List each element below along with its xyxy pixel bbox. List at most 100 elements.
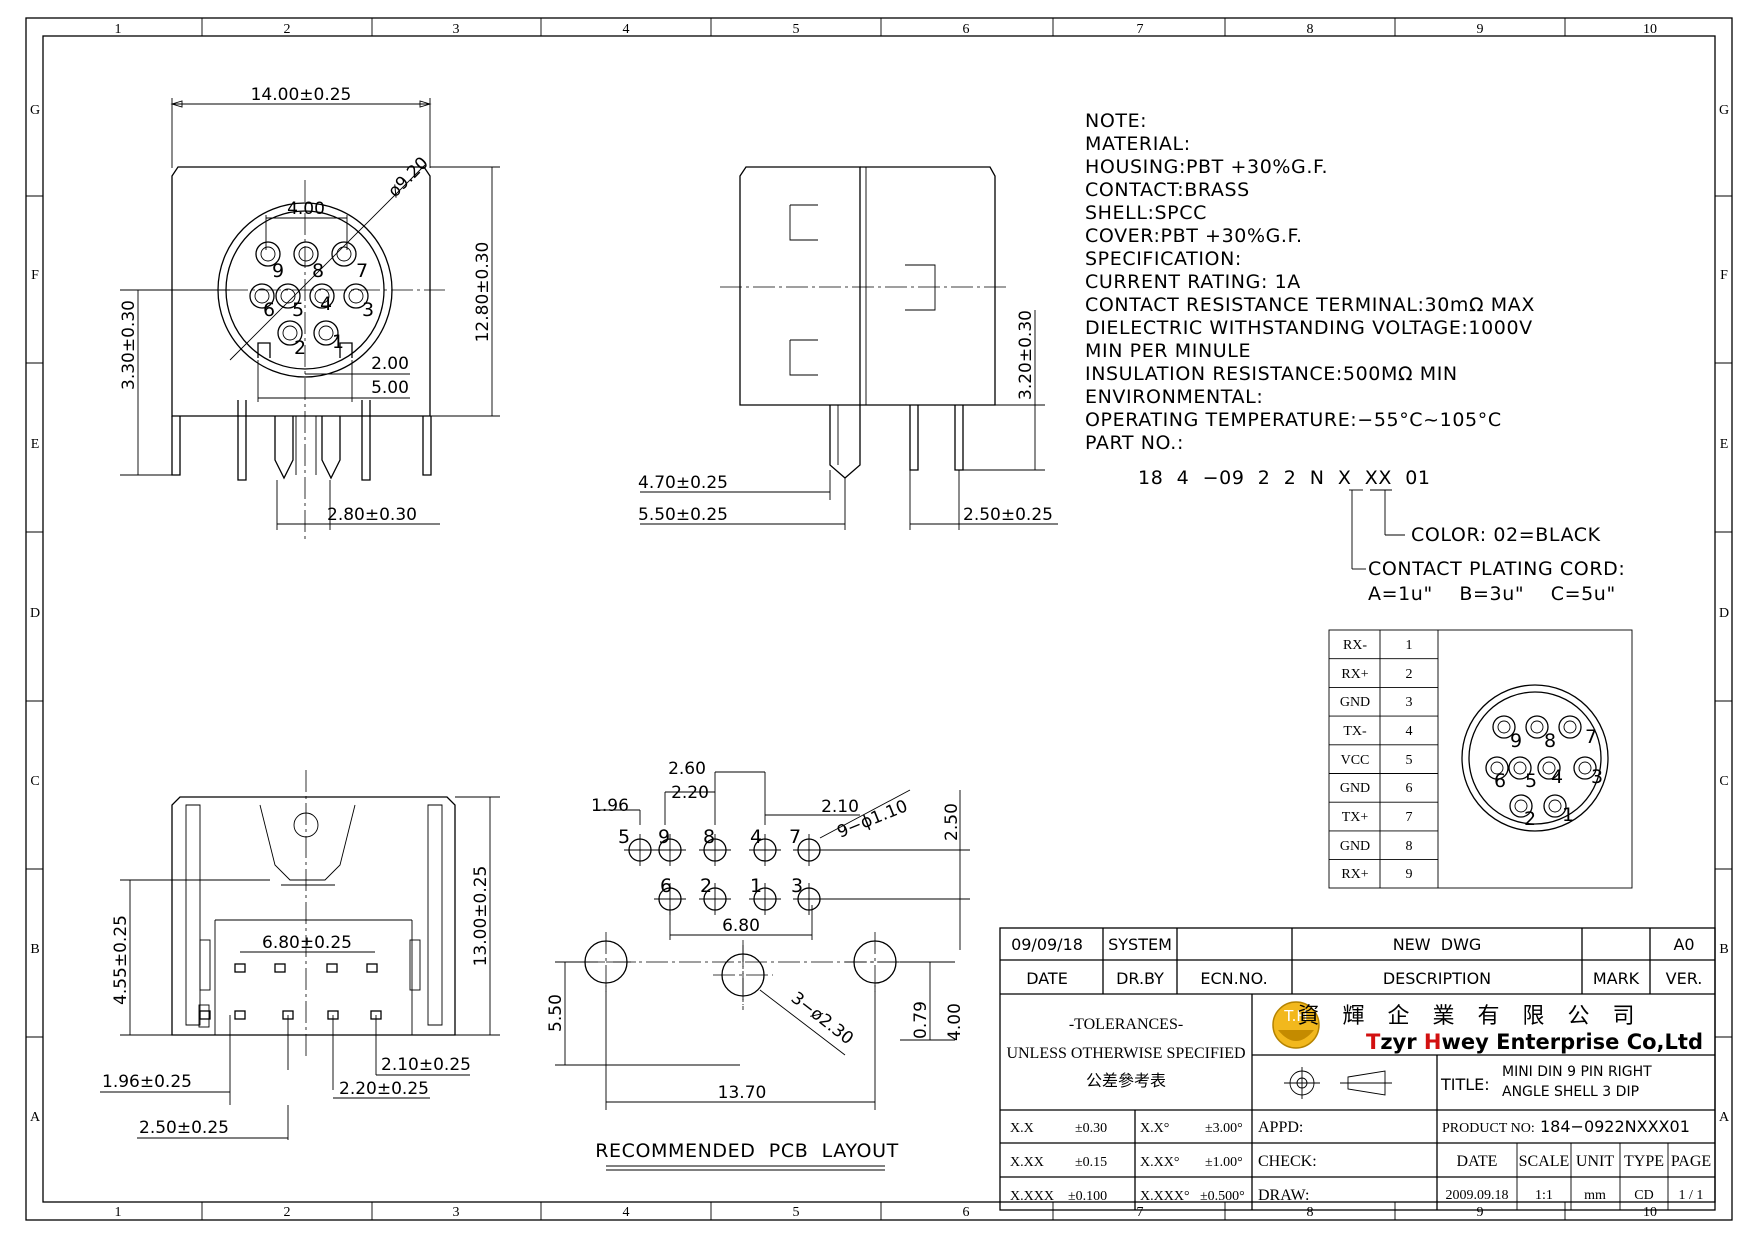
- tol-cell: X.XXX: [1010, 1189, 1054, 1204]
- pin-hole: [1573, 756, 1597, 780]
- col-label: 5: [793, 1205, 800, 1220]
- note-line: HOUSING:PBT +30%G.F.: [1085, 156, 1328, 178]
- front-view: 14.00±0.25 12.80±0.30 ø9.20 4.00 9 8 7 6…: [119, 85, 500, 540]
- note-line: DIELECTRIC WITHSTANDING VOLTAGE:1000V: [1085, 317, 1533, 339]
- col-label: 8: [1307, 1205, 1314, 1220]
- dim-left-b: 5.50±0.25: [638, 505, 728, 525]
- dim-offset-a: 2.00: [371, 354, 409, 374]
- col-label: 10: [1643, 1205, 1657, 1220]
- col-label: 1: [115, 1205, 122, 1220]
- pad: [234, 1010, 246, 1020]
- dim-b: 2.10±0.25: [381, 1055, 471, 1075]
- row-label: D: [1719, 606, 1729, 621]
- tb-title-label: TITLE:: [1440, 1075, 1490, 1094]
- tb-ecn-label: ECN.NO.: [1200, 969, 1267, 988]
- row-label: E: [1720, 437, 1729, 452]
- pin-hole: [1508, 756, 1532, 780]
- tb-tol-cn: 公差參考表: [1086, 1071, 1166, 1090]
- tb-title-2: ANGLE SHELL 3 DIP: [1502, 1084, 1639, 1100]
- row-label: A: [1719, 1110, 1730, 1125]
- col-label: 3: [453, 22, 460, 37]
- tol-cell: ±0.15: [1075, 1155, 1107, 1170]
- tol-cell: X.XX: [1010, 1155, 1044, 1170]
- tb-title-1: MINI DIN 9 PIN RIGHT: [1502, 1064, 1652, 1080]
- side-view: 3.20±0.30 4.70±0.25 5.50±0.25 2.50±0.25: [638, 166, 1058, 530]
- pin-signal: GND: [1340, 695, 1370, 710]
- tb-a0: A0: [1673, 935, 1694, 954]
- row-label: F: [31, 268, 39, 283]
- part-code: 18 4 −09 2 2 N X XX 01: [1138, 467, 1431, 489]
- dim-d1: 2.60: [668, 759, 706, 779]
- sheet-frame: [25, 17, 1733, 1221]
- tb-val-scale: 1:1: [1535, 1188, 1553, 1203]
- dim-width: 13.70: [718, 1083, 767, 1103]
- pin-signal: TX+: [1342, 810, 1369, 825]
- pin-number: 6: [1406, 781, 1413, 796]
- note-line: NOTE:: [1085, 110, 1147, 132]
- tb-tol-title: -TOLERANCES-: [1069, 1016, 1183, 1033]
- plating-note: CONTACT PLATING CORD:: [1368, 558, 1625, 580]
- pin-signal: RX-: [1343, 638, 1367, 653]
- dim-left-a: 4.70±0.25: [638, 473, 728, 493]
- pin-label: 4: [320, 293, 332, 315]
- pin-hole: [343, 283, 369, 309]
- row-label: B: [30, 942, 39, 957]
- company-logo: T.H: [1272, 1001, 1320, 1049]
- pin-label: 8: [1544, 730, 1556, 752]
- projection-symbol-icon: [1284, 1067, 1392, 1099]
- pin-label: 4: [1551, 766, 1563, 788]
- dim-d4: 2.10: [821, 797, 859, 817]
- pin-label: 9: [272, 260, 284, 282]
- col-label: 8: [1307, 22, 1314, 37]
- pcb-pin-label: 3: [791, 875, 803, 897]
- row-label: E: [31, 437, 40, 452]
- pin-label: 1: [1562, 804, 1574, 826]
- pin-hole: [1485, 756, 1509, 780]
- dim-d8: 4.00: [945, 1003, 965, 1041]
- pin-label: 2: [1524, 808, 1536, 830]
- tb-draw: DRAW:: [1258, 1187, 1309, 1204]
- pin-label: 8: [312, 260, 324, 282]
- dim-right-height: 13.00±0.25: [471, 866, 491, 967]
- col-label: 3: [453, 1205, 460, 1220]
- dim-c: 2.20±0.25: [339, 1079, 429, 1099]
- row-label: G: [30, 103, 40, 118]
- pin-hole: [255, 241, 281, 267]
- pin-label: 1: [332, 331, 344, 353]
- note-line: ENVIRONMENTAL:: [1085, 386, 1263, 408]
- pin-number: 1: [1406, 638, 1413, 653]
- tol-cell: ±1.00°: [1205, 1155, 1243, 1170]
- dim-offset-b: 5.00: [371, 378, 409, 398]
- pcb-pin-label: 4: [750, 826, 762, 848]
- pin-signal: RX+: [1341, 867, 1368, 882]
- tb-hdr-unit: UNIT: [1576, 1153, 1614, 1170]
- dim-left-height: 3.30±0.30: [119, 300, 139, 390]
- pin-number: 7: [1406, 810, 1413, 825]
- tb-check: CHECK:: [1258, 1153, 1317, 1170]
- plating-values: A=1u" B=3u" C=5u": [1368, 583, 1616, 605]
- dim-bottom-span: 2.80±0.30: [327, 505, 417, 525]
- logo-text: T.H: [1283, 1007, 1307, 1025]
- tb-hdr-scale: SCALE: [1519, 1153, 1570, 1170]
- pad: [199, 1010, 211, 1020]
- dim-top-span: 6.80±0.25: [262, 933, 352, 953]
- pin-label: 7: [1585, 726, 1597, 748]
- tb-drby-label: DR.BY: [1116, 969, 1164, 988]
- tb-company-en: Tzyr Hwey Enterprise Co,Ltd: [1366, 1030, 1703, 1054]
- col-label: 10: [1643, 22, 1657, 37]
- pin-hole: [1509, 794, 1533, 818]
- pcb-layout-title: RECOMMENDED PCB LAYOUT: [595, 1140, 899, 1162]
- col-label: 4: [623, 1205, 630, 1220]
- tb-appd: APPD:: [1258, 1119, 1303, 1136]
- pin-number: 5: [1406, 753, 1413, 768]
- notes-block: NOTE: MATERIAL: HOUSING:PBT +30%G.F. CON…: [1085, 110, 1625, 605]
- pin-table: RX- 1 RX+ 2 GND 3 TX- 4 VCC 5 GND 6 TX+ …: [1328, 629, 1633, 889]
- dim-d7: 0.79: [911, 1001, 931, 1039]
- pin-signal: VCC: [1341, 753, 1370, 768]
- tol-cell: X.XXX°: [1140, 1189, 1190, 1204]
- pcb-pin-label: 2: [700, 875, 712, 897]
- note-line: MIN PER MINULE: [1085, 340, 1251, 362]
- row-label: A: [30, 1110, 41, 1125]
- tb-new-dwg: NEW DWG: [1393, 935, 1482, 954]
- dim-right: 2.50±0.25: [963, 505, 1053, 525]
